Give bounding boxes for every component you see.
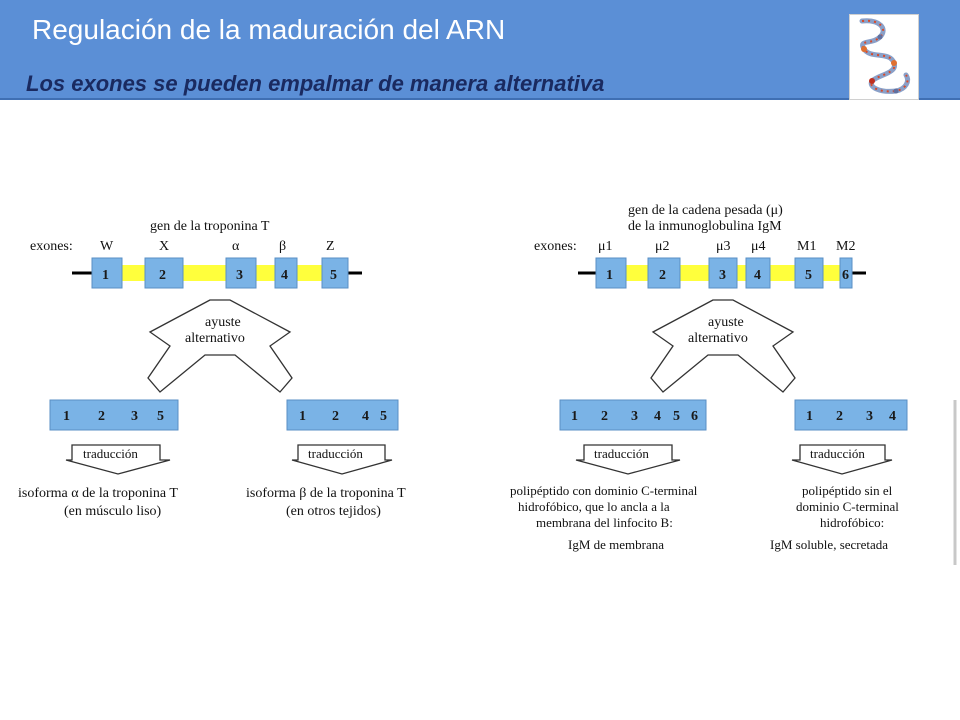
- exon-number: 2: [659, 268, 666, 283]
- igm-panel: gen de la cadena pesada (μ) de la inmuno…: [510, 203, 957, 565]
- mrna-exon: 5: [157, 409, 164, 424]
- mrna-exon: 4: [889, 409, 896, 424]
- intron-bar: [92, 265, 348, 281]
- exon-number: 6: [842, 268, 849, 283]
- slide-title: Regulación de la maduración del ARN: [32, 14, 506, 45]
- splice-label: alternativo: [688, 331, 748, 346]
- splice-arrows: [650, 299, 796, 393]
- translation-arrow: [575, 444, 681, 475]
- exon-box: [839, 257, 853, 289]
- mrna-exon: 5: [673, 409, 680, 424]
- exon-name-Z: Z: [326, 239, 335, 254]
- exon-name: μ2: [655, 239, 670, 254]
- splice-label: ayuste: [708, 315, 744, 330]
- product-secreted-line: dominio C-terminal: [796, 499, 899, 514]
- product-secreted-line: polipéptido sin el: [802, 483, 893, 498]
- product-membrane-line: polipéptido con dominio C-terminal: [510, 483, 698, 498]
- exon-box: [144, 257, 184, 289]
- exon-box: [274, 257, 298, 289]
- mrna-alpha: [49, 399, 179, 431]
- product-membrane-line: IgM de membrana: [568, 537, 664, 552]
- mrna-exon: 3: [866, 409, 873, 424]
- translation-label: traducción: [594, 446, 649, 461]
- exon-name: M1: [797, 239, 816, 254]
- mrna-exon: 1: [806, 409, 813, 424]
- exon-number: 3: [719, 268, 726, 283]
- exons-label: exones:: [30, 239, 73, 254]
- exon-number: 4: [754, 268, 761, 283]
- exon-number: 5: [330, 268, 337, 283]
- mrna-secreted: [794, 399, 908, 431]
- mrna-exon: 2: [332, 409, 339, 424]
- exon-name: μ4: [751, 239, 766, 254]
- translation-arrow: [65, 444, 171, 475]
- exon-number: 3: [236, 268, 243, 283]
- product-beta-line: isoforma β de la troponina T: [246, 486, 406, 501]
- exon-box: [225, 257, 257, 289]
- exon-name-X: X: [159, 239, 169, 254]
- slide-subtitle: Los exones se pueden empalmar de manera …: [26, 71, 605, 96]
- exon-box: [745, 257, 771, 289]
- mrna-exon: 5: [380, 409, 387, 424]
- exon-number: 1: [102, 268, 109, 283]
- troponin-gene-title: gen de la troponina T: [150, 219, 270, 234]
- exon-number: 2: [159, 268, 166, 283]
- translation-arrow: [791, 444, 893, 475]
- igm-gene-title: gen de la cadena pesada (μ): [628, 203, 783, 218]
- mrna-exon: 4: [362, 409, 369, 424]
- product-alpha-line: (en músculo liso): [64, 504, 162, 519]
- exon-name-beta: β: [279, 239, 286, 254]
- exon-number: 4: [281, 268, 288, 283]
- exon-box: [91, 257, 123, 289]
- exon-number: 5: [805, 268, 812, 283]
- exon-name-alpha: α: [232, 239, 240, 254]
- translation-label: traducción: [810, 446, 865, 461]
- mrna-exon: 2: [98, 409, 105, 424]
- product-membrane-line: membrana del linfocito B:: [536, 515, 673, 530]
- protein-structure-logo: [849, 14, 919, 100]
- exon-name: μ3: [716, 239, 731, 254]
- exon-box: [647, 257, 681, 289]
- exon-box: [794, 257, 824, 289]
- translation-label: traducción: [308, 446, 363, 461]
- exon-name-W: W: [100, 239, 114, 254]
- product-secreted-line: hidrofóbico:: [820, 515, 884, 530]
- troponin-panel: gen de la troponina T exones: W X α β Z …: [18, 219, 406, 519]
- exon-box: [321, 257, 349, 289]
- translation-label: traducción: [83, 446, 138, 461]
- product-alpha-line: isoforma α de la troponina T: [18, 486, 178, 501]
- product-beta-line: (en otros tejidos): [286, 504, 381, 519]
- mrna-exon: 1: [299, 409, 306, 424]
- splice-label: alternativo: [185, 331, 245, 346]
- mrna-exon: 2: [601, 409, 608, 424]
- splice-arrows: [147, 299, 293, 393]
- mrna-membrane: [559, 399, 707, 431]
- mrna-exon: 2: [836, 409, 843, 424]
- product-secreted-line: IgM soluble, secretada: [770, 537, 888, 552]
- mrna-exon: 4: [654, 409, 661, 424]
- mrna-exon: 3: [131, 409, 138, 424]
- mrna-exon: 1: [571, 409, 578, 424]
- splice-label: ayuste: [205, 315, 241, 330]
- exons-label: exones:: [534, 239, 577, 254]
- mrna-exon: 1: [63, 409, 70, 424]
- exon-name: μ1: [598, 239, 613, 254]
- exon-box: [595, 257, 627, 289]
- slide-header: Regulación de la maduración del ARN Los …: [0, 0, 960, 100]
- mrna-exon: 6: [691, 409, 698, 424]
- exon-box: [708, 257, 738, 289]
- product-membrane-line: hidrofóbico, que lo ancla a la: [518, 499, 670, 514]
- mrna-exon: 3: [631, 409, 638, 424]
- translation-arrow: [291, 444, 393, 475]
- igm-gene-title: de la inmunoglobulina IgM: [628, 219, 782, 234]
- exon-name: M2: [836, 239, 855, 254]
- exon-number: 1: [606, 268, 613, 283]
- mrna-beta: [286, 399, 399, 431]
